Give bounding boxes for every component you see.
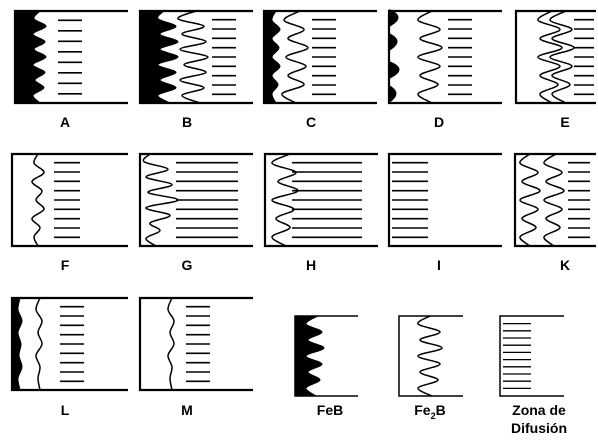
panel-d bbox=[387, 9, 502, 105]
panel-label-c: C bbox=[305, 114, 317, 130]
panel-label-e: E bbox=[560, 114, 570, 130]
panel-m-frame bbox=[138, 296, 253, 392]
panel-i bbox=[387, 152, 502, 248]
legend-label-fe2b: Fe2B bbox=[405, 402, 455, 421]
panel-e-fe2b-front bbox=[537, 10, 563, 104]
panel-label-g: G bbox=[181, 257, 193, 273]
legend-diffusion bbox=[499, 315, 564, 397]
panel-k bbox=[513, 152, 596, 248]
legend-diffusion-frame bbox=[499, 315, 564, 397]
panel-h-fe2b-front bbox=[271, 153, 299, 247]
panel-k-fe2b-front bbox=[543, 153, 565, 247]
legend-label-diffusion-line1: Zona de bbox=[512, 402, 566, 418]
panel-i-frame bbox=[387, 152, 502, 248]
panel-a-frame bbox=[13, 9, 128, 105]
panel-label-k: K bbox=[559, 257, 571, 273]
panel-d-feb-spike-4 bbox=[389, 85, 397, 103]
panel-g bbox=[138, 152, 253, 248]
panel-d-fe2b-front bbox=[417, 10, 443, 104]
panel-c-frame bbox=[262, 9, 377, 105]
panel-g-frame bbox=[138, 152, 253, 248]
panel-label-h: H bbox=[305, 257, 317, 273]
panel-b-fe2b-front bbox=[177, 10, 209, 104]
panel-l-frame bbox=[10, 296, 128, 392]
panel-c-feb-layer bbox=[263, 10, 281, 104]
panel-d-feb-spike-3 bbox=[389, 61, 400, 79]
panel-d-feb-spike-2 bbox=[389, 33, 398, 51]
panel-m bbox=[138, 296, 253, 392]
panel-label-d: D bbox=[433, 114, 445, 130]
panel-d-frame bbox=[387, 9, 502, 105]
panel-b-frame bbox=[138, 9, 253, 105]
panel-label-l: L bbox=[60, 402, 70, 418]
legend-fe2b-fe: Fe bbox=[414, 402, 431, 418]
legend-fe2b-front bbox=[417, 315, 443, 397]
legend-fe2b-b: B bbox=[435, 402, 446, 418]
panel-d-feb-spike-1 bbox=[389, 9, 399, 27]
panel-e-fe2b-front-inner bbox=[549, 10, 575, 104]
panel-e bbox=[514, 9, 596, 105]
panel-l bbox=[10, 296, 128, 392]
panel-m-fe2b-front bbox=[167, 297, 175, 391]
panel-b bbox=[138, 9, 253, 105]
panel-f-frame bbox=[10, 152, 128, 248]
panel-label-i: I bbox=[437, 257, 441, 273]
legend-fe2b-sub: 2 bbox=[430, 410, 436, 421]
panel-k-frame bbox=[513, 152, 596, 248]
panel-h-frame bbox=[263, 152, 378, 248]
panel-c-fe2b-front bbox=[281, 10, 309, 104]
panel-a bbox=[13, 9, 128, 105]
panel-k-feb-front bbox=[519, 153, 541, 247]
panel-e-frame bbox=[514, 9, 596, 105]
legend-fe2b bbox=[398, 315, 463, 397]
panel-label-f: F bbox=[60, 257, 70, 273]
legend-label-feb: FeB bbox=[316, 402, 344, 418]
panel-l-feb-layer bbox=[11, 297, 23, 391]
panel-label-b: B bbox=[181, 114, 193, 130]
panel-label-a: A bbox=[59, 114, 71, 130]
legend-label-diffusion-line2: Difusión bbox=[511, 420, 567, 436]
panel-g-fe2b-front bbox=[142, 153, 179, 247]
legend-feb bbox=[294, 315, 358, 397]
panel-h bbox=[263, 152, 378, 248]
panel-label-m: M bbox=[181, 402, 193, 418]
legend-feb-feb-layer bbox=[294, 315, 325, 397]
panel-l-fe2b-front bbox=[35, 297, 43, 391]
panel-f bbox=[10, 152, 128, 248]
panel-a-feb-layer bbox=[14, 10, 47, 104]
panel-f-fe2b-front bbox=[31, 153, 45, 247]
panel-b-feb-layer bbox=[139, 10, 179, 104]
panel-c bbox=[262, 9, 377, 105]
